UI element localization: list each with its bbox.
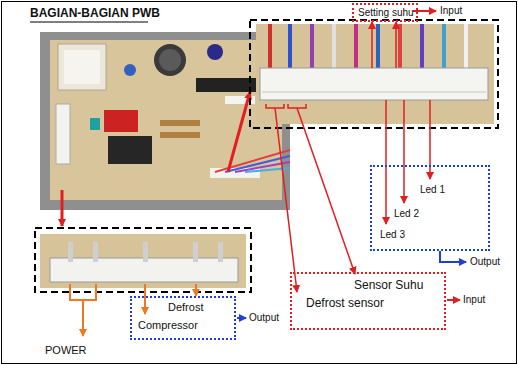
connector-photo-top-part xyxy=(442,24,446,70)
pcb-photo-part xyxy=(90,118,100,130)
io-label: Output xyxy=(249,312,279,324)
leader-line xyxy=(371,22,373,68)
io-label: POWER xyxy=(45,344,87,357)
pcb-photo-part xyxy=(196,78,258,92)
node-label: Setting suhu xyxy=(358,7,414,19)
io-label: Input xyxy=(463,294,485,306)
io-arrow xyxy=(440,251,466,262)
connector-photo-top-part xyxy=(398,24,402,70)
pointer-arrow xyxy=(228,92,250,172)
pcb-photo-part xyxy=(50,40,282,200)
pcb-photo-part xyxy=(207,44,223,60)
node-label: Led 1 xyxy=(420,184,445,196)
connector-photo-top-part xyxy=(376,24,380,70)
connector-photo-top-part xyxy=(420,24,424,70)
pcb-photo-part xyxy=(215,150,290,172)
connector-photo-bottom-part xyxy=(68,242,73,262)
diagram-title: BAGIAN-BAGIAN PWB xyxy=(30,7,160,21)
pcb-photo-part xyxy=(154,44,186,76)
leader-line xyxy=(429,100,431,179)
connector-photo-top-part xyxy=(310,24,314,70)
pcb-photo xyxy=(40,32,290,210)
leader-line xyxy=(385,100,387,224)
connector-photo-top-part xyxy=(288,104,306,108)
connector-photo-bottom-part xyxy=(93,242,98,262)
pcb-photo-part xyxy=(104,110,138,132)
pcb-photo-part xyxy=(225,156,290,172)
connector-photo-top-part xyxy=(268,24,272,70)
pcb-photo-part xyxy=(56,104,70,164)
connector-photo-top-part xyxy=(354,24,358,70)
connector-photo-top-part xyxy=(262,92,486,93)
pcb-photo-part xyxy=(64,50,100,84)
connector-photo-bottom-part xyxy=(143,242,148,262)
connector-photo-bottom-part xyxy=(218,242,223,262)
pcb-photo-part xyxy=(40,32,290,210)
leader-line xyxy=(395,22,397,68)
leader-line xyxy=(403,100,405,203)
connector-photo-top-part xyxy=(260,68,488,100)
output-box: Led 1Led 2 Led 3 xyxy=(370,165,490,251)
node-label: Compressor xyxy=(138,319,198,332)
connector-photo-top xyxy=(256,24,494,124)
node-label: Defrost sensor xyxy=(306,297,384,311)
pcb-photo-part xyxy=(159,49,181,71)
node-label: Defrost xyxy=(168,301,203,314)
pcb-photo-part xyxy=(160,132,200,138)
connector-photo-top-part xyxy=(256,24,494,124)
pointer-arrow xyxy=(61,190,64,226)
connector-photo-top-part xyxy=(464,24,468,70)
leader-line xyxy=(144,284,146,314)
dashed-frame xyxy=(35,228,251,292)
connector-photo-bottom-part xyxy=(40,234,246,288)
input-box: Sensor SuhuDefrost sensor xyxy=(290,272,446,330)
pcb-photo-part xyxy=(58,44,106,90)
leader-line xyxy=(70,284,96,336)
node-label: Sensor Suhu xyxy=(354,279,423,293)
node-label: Led 3 xyxy=(380,229,405,241)
pcb-photo-part xyxy=(108,136,152,164)
io-label: Input xyxy=(440,5,462,17)
connector-photo-top-part xyxy=(332,24,336,70)
output-box: DefrostCompressor xyxy=(130,296,236,340)
connector-photo-bottom xyxy=(40,234,246,288)
io-arrow xyxy=(447,299,460,301)
dashed-frame xyxy=(250,20,498,128)
leader-line xyxy=(275,108,297,292)
leader-line xyxy=(195,284,197,296)
node-label: Led 2 xyxy=(394,208,419,220)
io-label: Output xyxy=(470,256,500,268)
io-arrow xyxy=(237,317,246,319)
connector-photo-bottom-part xyxy=(193,242,198,262)
title-underline xyxy=(30,22,148,23)
pcb-photo-part xyxy=(160,120,200,126)
leader-line xyxy=(297,108,355,274)
connector-photo-top-part xyxy=(266,104,284,108)
pcb-photo-part xyxy=(124,64,136,76)
input-box: Setting suhu xyxy=(352,3,418,22)
connector-photo-top-part xyxy=(288,24,292,70)
